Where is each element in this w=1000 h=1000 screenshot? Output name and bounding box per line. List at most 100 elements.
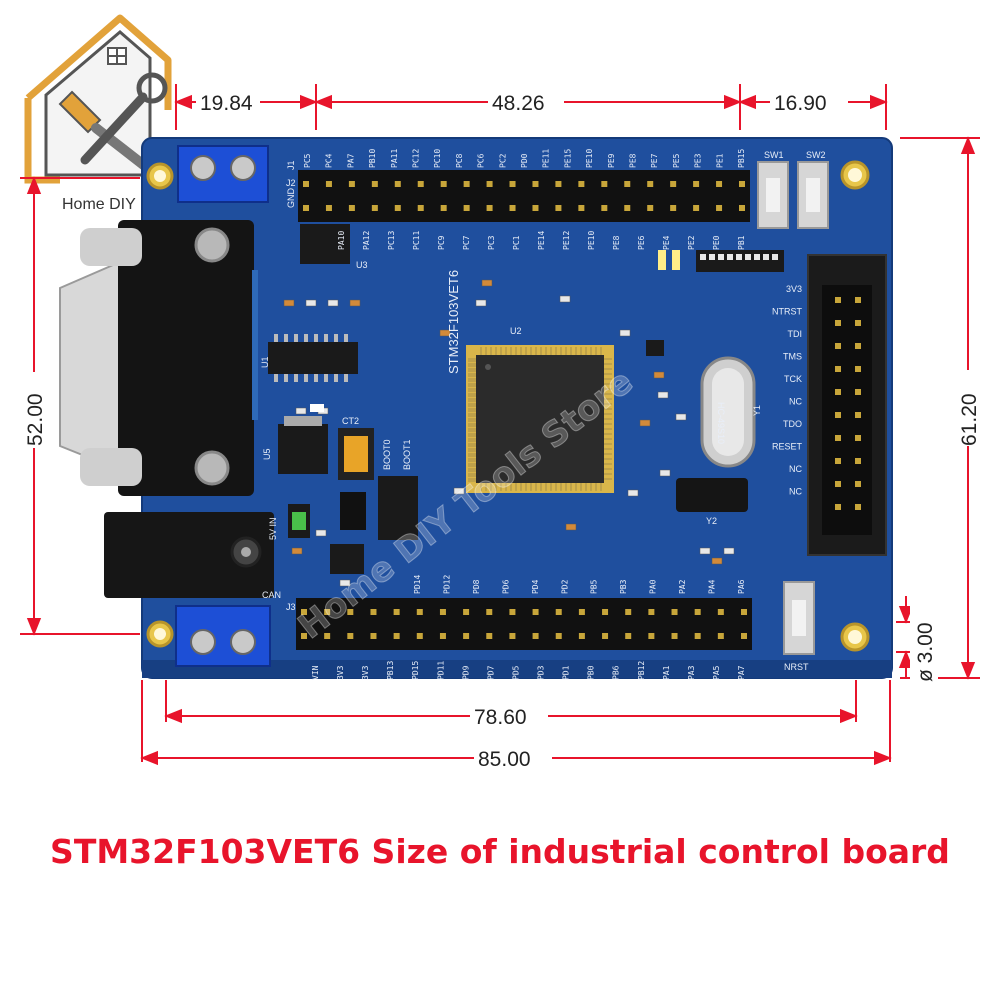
pin-label: PC13 [387, 231, 396, 250]
pin-label: PE7 [650, 153, 659, 168]
pin-label: PE1 [715, 153, 724, 168]
jtag-pin [835, 504, 841, 510]
resistor [754, 254, 760, 260]
pin-label: VIN [311, 665, 320, 680]
pin-label: PA2 [678, 579, 687, 594]
smd-component [559, 295, 571, 303]
logo-text: Home DIY [62, 196, 136, 213]
pin-label: PE11 [542, 149, 551, 168]
switch-sw2 [797, 161, 829, 229]
label-nrst: NRST [784, 662, 809, 672]
pin-label: PA10 [337, 231, 346, 250]
jtag-label: NC [789, 397, 802, 407]
header-pin [509, 633, 516, 639]
pin-label: PC10 [433, 149, 442, 168]
header-pin [532, 609, 539, 615]
mcu-chip [466, 345, 614, 493]
pin-label: PD11 [436, 661, 445, 680]
pin-label: PE15 [563, 149, 572, 168]
jtag-pin [835, 458, 841, 464]
header-pin [301, 633, 307, 639]
header-pin [325, 181, 332, 187]
pin-label: PE14 [537, 231, 546, 250]
dc-power-jack [104, 512, 274, 598]
smd-component [723, 547, 735, 555]
header-pin [717, 609, 724, 615]
pin-label: PD8 [472, 579, 481, 594]
header-top [298, 170, 750, 222]
db9-serial-connector [59, 220, 258, 496]
header-pin [371, 205, 378, 211]
pin-label: PA5 [712, 665, 721, 680]
header-pin [647, 181, 654, 187]
smd-component [291, 547, 303, 555]
header-pin [532, 633, 539, 639]
header-pin [463, 609, 470, 615]
label-y2: Y2 [706, 516, 717, 526]
header-pin [671, 633, 678, 639]
header-pin [301, 609, 307, 615]
jtag-label: TDO [783, 419, 802, 429]
header-pin [371, 181, 378, 187]
label-sw2: SW2 [806, 150, 826, 160]
header-pin [416, 633, 423, 639]
pin-label: PC1 [512, 235, 521, 250]
pin-label: PC7 [462, 235, 471, 250]
pin-label: PC2 [498, 153, 507, 168]
smd-component [475, 299, 487, 307]
header-pin [348, 181, 355, 187]
header-bottom-pins [301, 609, 747, 639]
header-pin [717, 633, 724, 639]
header-pin [716, 205, 723, 211]
pin-label: PC9 [437, 235, 446, 250]
pin-label: PB12 [637, 661, 646, 680]
pin-label: PE10 [587, 231, 596, 250]
dim-top-left: 19.84 [200, 92, 253, 115]
pin-label: PE6 [637, 235, 646, 250]
pin-label: PD5 [511, 665, 520, 680]
smd-component [619, 329, 631, 337]
crystal-y1 [700, 356, 756, 468]
resistor [727, 254, 733, 260]
smd-component [283, 299, 295, 307]
smd-component [699, 547, 711, 555]
label-chip: STM32F103VET6 [446, 270, 461, 374]
pin-label: PE4 [662, 235, 671, 250]
header-pin [694, 609, 701, 615]
label-u2: U2 [510, 326, 522, 336]
header-bottom [296, 598, 752, 650]
header-pin [741, 609, 747, 615]
resistor [700, 254, 706, 260]
smd-component [481, 279, 493, 287]
dim-right-height: 61.20 [958, 393, 981, 446]
header-pin [394, 181, 401, 187]
header-pin [624, 205, 631, 211]
header-pin [670, 181, 677, 187]
smd-component [439, 329, 451, 337]
pin-label: PE5 [672, 153, 681, 168]
jtag-pin [855, 389, 861, 395]
jtag-label: TDI [788, 329, 803, 339]
pin-label: PD2 [560, 579, 569, 594]
pin-label: PB6 [612, 665, 621, 680]
header-pin [625, 609, 632, 615]
pin-label: PA6 [737, 579, 746, 594]
pin-label: PC8 [455, 153, 464, 168]
header-pin [348, 205, 355, 211]
header-pin [463, 633, 470, 639]
jtag-label: TCK [784, 374, 802, 384]
header-pin [555, 609, 562, 615]
header-pin [693, 181, 700, 187]
jtag-label: RESET [772, 442, 803, 452]
header-pin [648, 633, 655, 639]
label-y1: Y1 [752, 405, 762, 416]
jtag-label: NC [789, 487, 802, 497]
header-pin [578, 205, 585, 211]
header-pin [440, 181, 447, 187]
terminal-block-top [177, 145, 269, 203]
label-j2: J2 [286, 178, 296, 188]
jtag-pin [855, 366, 861, 372]
label-gnd: GND [286, 188, 296, 209]
